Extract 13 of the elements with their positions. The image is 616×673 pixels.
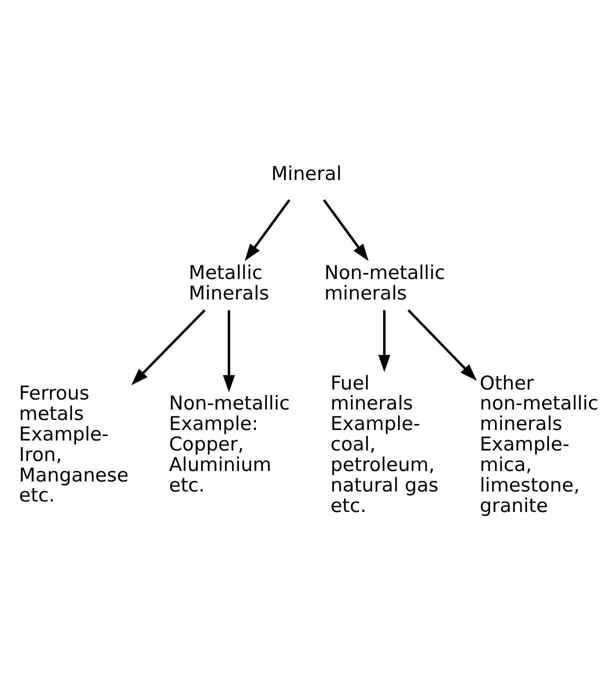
arrow <box>222 310 235 392</box>
arrow <box>408 309 477 381</box>
node-text: Ferrous metals Example- Iron, Manganese etc. <box>19 382 129 507</box>
arrow <box>131 309 206 386</box>
arrow <box>244 199 290 262</box>
node-text: Other non-metallic minerals Example- mica, limestone, granite <box>480 372 598 517</box>
node-text: Mineral <box>271 163 342 186</box>
arrow <box>322 199 369 262</box>
node-text: Non-metallic minerals <box>324 262 446 304</box>
arrow <box>378 310 390 372</box>
node-text: Metallic Minerals <box>188 262 270 304</box>
node-text: Fuel minerals Example- coal, petroleum, natural gas etc. <box>330 372 438 517</box>
node-text: Non-metallic Example: Copper, Aluminium etc. <box>168 392 290 496</box>
